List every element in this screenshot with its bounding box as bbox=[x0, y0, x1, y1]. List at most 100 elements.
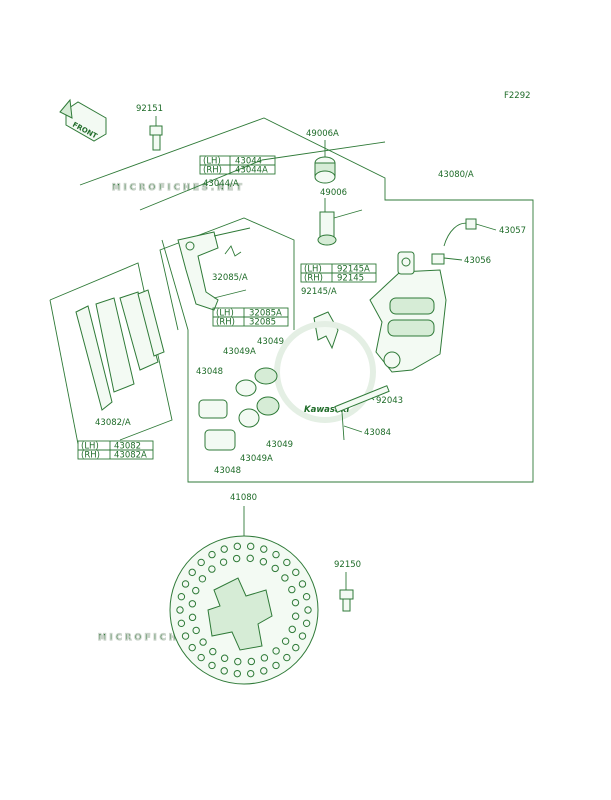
label-43048-top: 43048 bbox=[196, 367, 223, 377]
svg-text:(LH): (LH) bbox=[304, 265, 322, 275]
disc-hole bbox=[188, 568, 196, 577]
disc-hole bbox=[220, 654, 229, 662]
svg-text:32085A: 32085A bbox=[249, 309, 282, 319]
disc-hole bbox=[246, 554, 254, 563]
disc-hole bbox=[298, 632, 307, 640]
disc-hole bbox=[220, 545, 228, 553]
front-arrow-icon: FRONT bbox=[59, 98, 107, 142]
label-43080A: 43080/A bbox=[438, 170, 474, 180]
svg-text:43082A: 43082A bbox=[114, 451, 147, 461]
disc-hole bbox=[177, 619, 186, 628]
svg-text:(LH): (LH) bbox=[203, 157, 221, 167]
label-43082A: 43082/A bbox=[95, 418, 131, 428]
svg-text:43082: 43082 bbox=[114, 442, 141, 452]
label-92150: 92150 bbox=[334, 560, 361, 570]
disc-hole bbox=[302, 592, 311, 601]
disc-hole bbox=[271, 564, 279, 573]
disc-hole bbox=[292, 568, 300, 577]
caliper-bracket bbox=[177, 227, 251, 311]
disc-hole bbox=[272, 661, 280, 670]
disc-hole bbox=[197, 558, 205, 567]
table-43044: (LH) 43044 (RH) 43044A bbox=[199, 155, 276, 176]
svg-text:(LH): (LH) bbox=[216, 309, 234, 319]
disc-hole bbox=[181, 632, 190, 640]
disc-hole bbox=[246, 542, 255, 551]
clip-43084 bbox=[341, 411, 363, 441]
brand-logo: Kawasaki bbox=[274, 321, 376, 423]
disc-hole bbox=[181, 580, 190, 588]
disc-hole bbox=[302, 619, 311, 628]
disc-hole bbox=[260, 667, 268, 675]
label-49006: 49006 bbox=[320, 188, 347, 198]
label-43049A-bottom: 43049A bbox=[240, 454, 273, 464]
valve-43056 bbox=[431, 253, 463, 265]
disc-hole bbox=[283, 653, 291, 662]
disc-hole bbox=[291, 612, 300, 620]
label-43044A: 43044/A bbox=[203, 179, 239, 189]
disc-hole bbox=[298, 580, 307, 588]
watermark-top: MICROFICHES.NET bbox=[112, 183, 245, 193]
disc-hole bbox=[188, 643, 196, 652]
brake-pads bbox=[75, 289, 165, 411]
disc-hole bbox=[197, 653, 205, 662]
disc-hole bbox=[247, 657, 256, 666]
disc-hole bbox=[220, 667, 228, 675]
disc-hole bbox=[198, 575, 207, 583]
disc-hole bbox=[288, 585, 296, 594]
label-43049A-top: 43049A bbox=[223, 347, 256, 357]
svg-text:92145A: 92145A bbox=[337, 265, 370, 275]
bolt-92151 bbox=[149, 116, 163, 151]
disc-hole bbox=[259, 558, 268, 566]
label-43084: 43084 bbox=[364, 428, 391, 438]
svg-text:92145: 92145 bbox=[337, 274, 364, 284]
disc-hole bbox=[260, 545, 268, 553]
label-43049-bottom: 43049 bbox=[266, 440, 293, 450]
pin-49006 bbox=[317, 198, 363, 246]
disc-hole bbox=[292, 643, 300, 652]
pin-92043 bbox=[334, 385, 390, 413]
disc-hole bbox=[283, 558, 291, 567]
label-49006A: 49006A bbox=[306, 129, 339, 139]
boot-49006A bbox=[314, 140, 336, 184]
caliper-body bbox=[369, 251, 447, 373]
disc-hole bbox=[281, 637, 290, 645]
label-41080: 41080 bbox=[230, 493, 257, 503]
table-32085: (LH) 32085A (RH) 32085 bbox=[212, 307, 289, 328]
disc-hole bbox=[176, 606, 184, 614]
disc-hole bbox=[208, 661, 216, 670]
svg-text:(LH): (LH) bbox=[81, 442, 99, 452]
disc-hole bbox=[233, 542, 242, 551]
assembly-outline bbox=[49, 117, 534, 483]
disc-hole bbox=[233, 669, 242, 678]
disc-hole bbox=[188, 613, 197, 622]
disc-hole bbox=[272, 647, 280, 655]
svg-text:(RH): (RH) bbox=[203, 166, 222, 176]
bolt-92150 bbox=[339, 572, 354, 612]
cap-43057 bbox=[443, 218, 497, 247]
disc-hole bbox=[260, 654, 269, 662]
disc-hole bbox=[291, 598, 300, 607]
label-43049-top: 43049 bbox=[257, 337, 284, 347]
svg-text:(RH): (RH) bbox=[216, 318, 235, 328]
figure-code: F2292 bbox=[504, 91, 531, 101]
disc-hole bbox=[199, 638, 207, 646]
label-43048-bottom: 43048 bbox=[214, 466, 241, 476]
disc-hole bbox=[219, 558, 228, 566]
label-92145A: 92145/A bbox=[301, 287, 337, 297]
svg-text:Kawasaki: Kawasaki bbox=[304, 405, 350, 415]
disc-hole bbox=[208, 565, 216, 573]
label-92043: 92043 bbox=[376, 396, 403, 406]
brake-disc bbox=[169, 535, 319, 685]
disc-hole bbox=[209, 647, 217, 656]
label-92151: 92151 bbox=[136, 104, 163, 114]
disc-hole bbox=[281, 574, 289, 582]
disc-hole bbox=[246, 669, 255, 678]
table-92145: (LH) 92145A (RH) 92145 bbox=[300, 263, 377, 284]
pad-spring-92145 bbox=[313, 311, 339, 350]
pistons-and-seals bbox=[198, 367, 280, 451]
watermark-bottom: MICROFICHES.NET bbox=[98, 633, 231, 643]
svg-text:(RH): (RH) bbox=[81, 451, 100, 461]
disc-hole bbox=[232, 554, 241, 563]
disc-hole bbox=[304, 606, 312, 614]
